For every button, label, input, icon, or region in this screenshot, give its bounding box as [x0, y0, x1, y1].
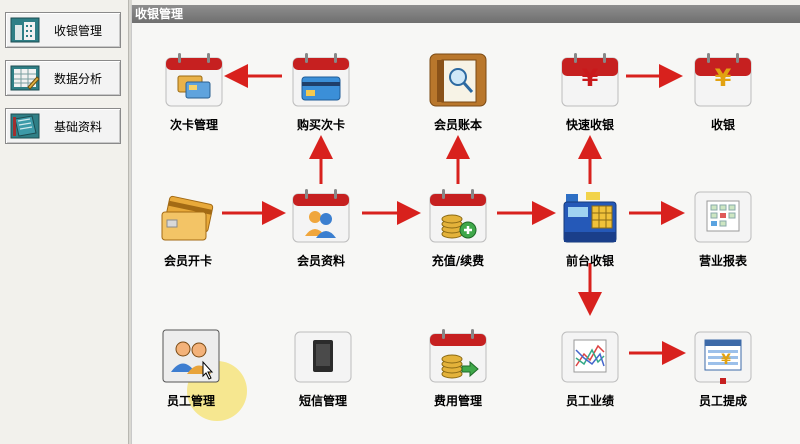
- sidebar-item-label: 数据分析: [54, 71, 103, 86]
- report-calendar-icon: [694, 191, 752, 243]
- gift-cards-icon: [165, 53, 223, 107]
- sidebar-item-cashier[interactable]: 收银管理: [5, 12, 121, 48]
- sidebar-divider[interactable]: [128, 0, 132, 444]
- node-label: 快速收银: [565, 118, 614, 132]
- node-label: 员工提成: [698, 394, 747, 408]
- node-staff-commission[interactable]: ¥ 员工提成: [673, 328, 773, 409]
- node-label: 次卡管理: [169, 118, 218, 132]
- node-label: 员工业绩: [565, 394, 614, 408]
- coins-add-icon: [429, 189, 487, 243]
- sidebar-item-data-analysis[interactable]: 数据分析: [5, 60, 121, 96]
- credit-card-icon: [292, 53, 350, 107]
- node-buy-count-card[interactable]: 购买次卡: [271, 52, 371, 133]
- sidebar: 收银管理 数据分析 基础资料: [0, 0, 130, 444]
- panel-title: 收银管理: [132, 5, 800, 23]
- sidebar-item-label: 基础资料: [54, 119, 103, 134]
- node-label: 费用管理: [433, 394, 482, 408]
- svg-text:¥: ¥: [582, 64, 599, 92]
- node-label: 前台收银: [565, 254, 614, 268]
- sidebar-item-basic-data[interactable]: 基础资料: [5, 108, 121, 144]
- ledger-search-icon: [429, 53, 487, 107]
- node-business-report[interactable]: 营业报表: [673, 188, 773, 269]
- yuan-icon: ¥: [694, 53, 752, 107]
- yuan-fast-icon: ¥: [561, 53, 619, 107]
- node-label: 会员开卡: [163, 254, 212, 268]
- node-expense-manage[interactable]: 费用管理: [408, 328, 508, 409]
- node-label: 短信管理: [298, 394, 347, 408]
- sidebar-item-label: 收银管理: [54, 23, 103, 38]
- node-front-desk-cashier[interactable]: 前台收银: [540, 188, 640, 269]
- spreadsheet-icon: [10, 65, 40, 91]
- node-member-info[interactable]: 会员资料: [271, 188, 371, 269]
- coins-arrow-icon: [429, 329, 487, 383]
- node-recharge[interactable]: 充值/续费: [408, 188, 508, 269]
- cashier-panel: 收银管理 次卡: [131, 5, 800, 444]
- node-label: 员工管理: [166, 394, 215, 408]
- node-label: 营业报表: [698, 254, 747, 268]
- performance-chart-icon: [561, 331, 619, 383]
- node-member-open-card[interactable]: 会员开卡: [138, 188, 238, 269]
- phone-icon: [294, 331, 352, 383]
- flow-arrows: [222, 64, 686, 365]
- staff-icon: [162, 329, 220, 383]
- commission-icon: ¥: [694, 331, 752, 384]
- node-label: 会员账本: [433, 118, 482, 132]
- cash-register-icon: [563, 192, 617, 243]
- svg-text:¥: ¥: [715, 64, 732, 92]
- cards-icon: [161, 195, 214, 241]
- members-icon: [292, 189, 350, 243]
- notebook-icon: [10, 113, 40, 139]
- svg-text:¥: ¥: [721, 352, 731, 368]
- node-label: 会员资料: [296, 254, 345, 268]
- node-label: 购买次卡: [296, 118, 345, 132]
- node-staff-performance[interactable]: 员工业绩: [540, 328, 640, 409]
- node-label: 充值/续费: [431, 254, 485, 268]
- node-member-ledger[interactable]: 会员账本: [408, 52, 508, 133]
- node-quick-cashier[interactable]: ¥ 快速收银: [540, 52, 640, 133]
- node-cashier[interactable]: ¥ 收银: [673, 52, 773, 133]
- node-label: 收银: [710, 118, 735, 132]
- node-count-card-manage[interactable]: 次卡管理: [144, 52, 244, 133]
- node-staff-manage[interactable]: 员工管理: [141, 328, 247, 421]
- building-icon: [10, 17, 40, 43]
- node-sms-manage[interactable]: 短信管理: [273, 328, 373, 409]
